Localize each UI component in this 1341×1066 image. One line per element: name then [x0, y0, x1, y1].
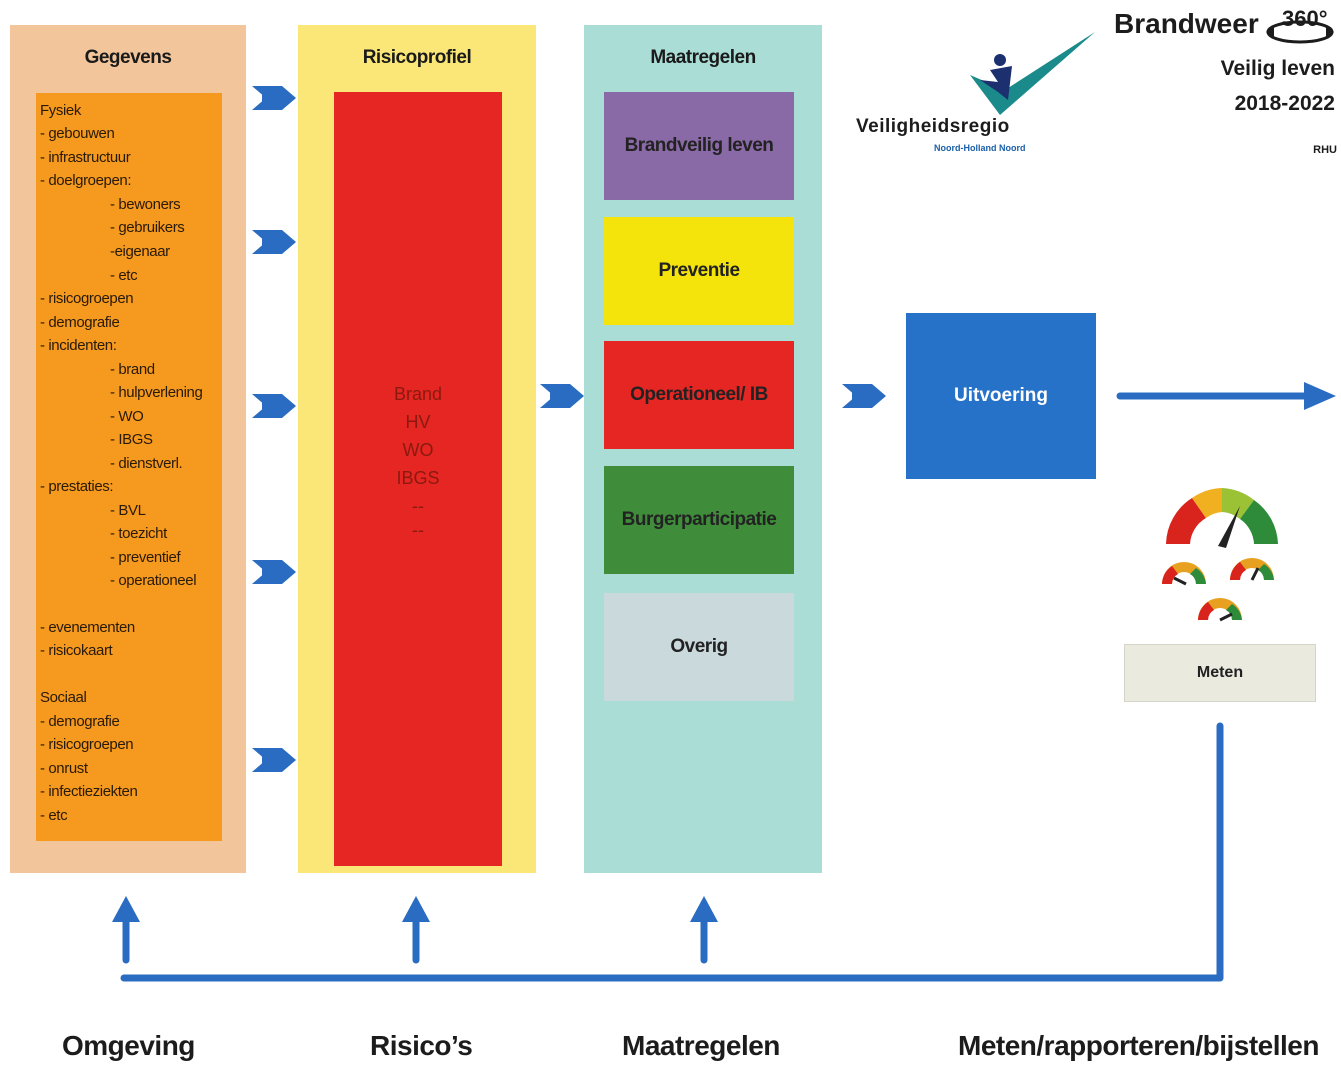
risico-line: --: [412, 496, 424, 516]
maatregel-box-overig: Overig: [604, 593, 794, 701]
gegevens-line: - preventief: [110, 549, 181, 566]
risicoprofiel-box: Brand HV WO IBGS -- --: [334, 92, 502, 866]
gegevens-line: - infrastructuur: [40, 149, 131, 166]
360-badge-text: 360°: [1282, 6, 1328, 31]
gegevens-line: - doelgroepen:: [40, 172, 132, 189]
gegevens-line: - risicogroepen: [40, 736, 134, 753]
maatregel-box-operationeel: Operationeel/ IB: [604, 341, 794, 449]
maatregel-box-brandveilig-leven: Brandveilig leven: [604, 92, 794, 200]
maatregelen-title: Maatregelen: [650, 47, 756, 68]
gegevens-line: - risicokaart: [40, 642, 113, 659]
years-label: 2018-2022: [1234, 92, 1335, 115]
gegevens-line: - gebruikers: [110, 219, 185, 236]
bottom-label-meten: Meten/rapporteren/bijstellen: [958, 1030, 1319, 1061]
risico-line: HV: [405, 412, 431, 432]
gegevens-line: - hulpverlening: [110, 384, 203, 401]
gegevens-line: -eigenaar: [110, 243, 170, 260]
risico-line: IBGS: [396, 468, 440, 488]
gegevens-line: - brand: [110, 361, 155, 378]
veiligheidsregio-logo-icon: [970, 32, 1095, 115]
gegevens-line: - incidenten:: [40, 337, 117, 354]
gegevens-line: - prestaties:: [40, 478, 114, 495]
gegevens-line: Fysiek: [40, 102, 81, 119]
gegevens-line: - evenementen: [40, 619, 135, 636]
gegevens-column: Gegevens Fysiek - gebouwen - infrastruct…: [10, 25, 246, 873]
gegevens-box: Fysiek - gebouwen - infrastructuur - doe…: [36, 93, 222, 841]
right-arrow-icon: [252, 86, 296, 110]
risicoprofiel-column: Risicoprofiel Brand HV WO IBGS -- --: [298, 25, 536, 873]
gegevens-line: - bewoners: [110, 196, 181, 213]
maatregel-box-burgerparticipatie: Burgerparticipatie: [604, 466, 794, 574]
gegevens-line: - BVL: [110, 502, 146, 519]
veiligheidsregio-name: Veiligheidsregio: [856, 116, 1010, 137]
code-label: RHU: [1313, 144, 1337, 156]
veiligheidsregio-sub: Noord-Holland Noord: [934, 143, 1026, 153]
gegevens-line: - etc: [110, 267, 138, 284]
risico-line: WO: [402, 440, 434, 460]
gegevens-line: - demografie: [40, 314, 120, 331]
risico-line: --: [412, 520, 424, 540]
gegevens-line: - IBGS: [110, 431, 153, 448]
uitvoering-box: Uitvoering: [906, 313, 1096, 479]
360-badge-icon: [1266, 20, 1334, 44]
gegevens-title: Gegevens: [84, 47, 172, 68]
right-arrow-icon: [252, 748, 296, 772]
gegevens-line: - infectieziekten: [40, 783, 138, 800]
right-arrow-icon: [252, 394, 296, 418]
bottom-label-maatregelen: Maatregelen: [622, 1030, 780, 1061]
gegevens-line: - onrust: [40, 760, 88, 777]
subtitle-veilig-leven: Veilig leven: [1220, 57, 1335, 80]
right-arrow-icon: [540, 384, 584, 408]
gauge-meter-icon: [1162, 488, 1278, 622]
gegevens-line: - gebouwen: [40, 125, 115, 142]
risico-line: Brand: [393, 384, 443, 404]
right-arrow-icon: [252, 230, 296, 254]
gegevens-line: - demografie: [40, 713, 120, 730]
risicoprofiel-title: Risicoprofiel: [362, 47, 472, 68]
meten-box: Meten: [1124, 644, 1316, 702]
gegevens-line: - etc: [40, 807, 68, 824]
brandweer-title: Brandweer: [1114, 8, 1259, 39]
bottom-label-omgeving: Omgeving: [62, 1030, 195, 1061]
gegevens-line: - WO: [110, 408, 144, 425]
right-arrow-icon: [252, 560, 296, 584]
bottom-label-risicos: Risico’s: [370, 1030, 473, 1061]
right-arrow-icon: [842, 384, 886, 408]
gegevens-line: - risicogroepen: [40, 290, 134, 307]
gegevens-line: - dienstverl.: [110, 455, 183, 472]
gegevens-line: Sociaal: [40, 689, 87, 706]
maatregelen-column: Maatregelen Brandveilig leven Preventie …: [584, 25, 822, 873]
maatregel-box-preventie: Preventie: [604, 217, 794, 325]
gegevens-line: - toezicht: [110, 525, 167, 542]
gegevens-line: - operationeel: [110, 572, 197, 589]
